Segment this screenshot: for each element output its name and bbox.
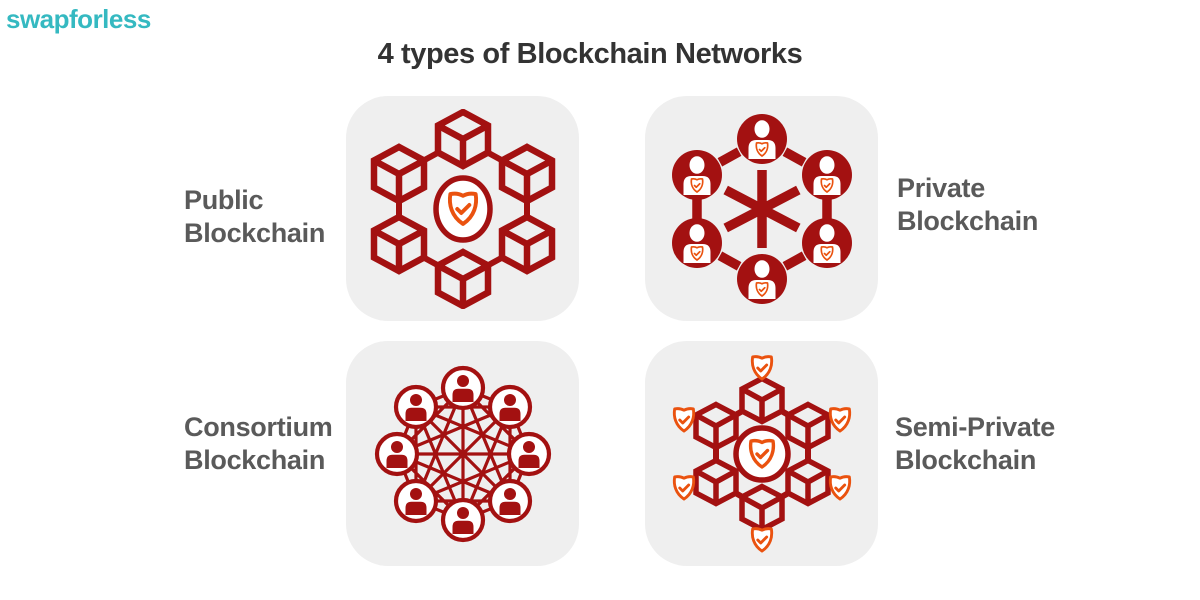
user-node-icon [490, 387, 530, 427]
user-node-icon [672, 150, 722, 200]
label-line: Semi-Private [895, 412, 1055, 442]
star-links [722, 169, 801, 248]
label-public-blockchain: Public Blockchain [184, 184, 325, 250]
user-node-icon [396, 387, 436, 427]
card-public-blockchain [346, 96, 579, 321]
label-consortium-blockchain: Consortium Blockchain [184, 411, 333, 477]
user-node-icon [509, 434, 549, 474]
user-node-icon [737, 114, 787, 164]
user-node-icon [490, 481, 530, 521]
label-private-blockchain: Private Blockchain [897, 172, 1038, 238]
label-line: Private [897, 173, 985, 203]
dashed-links [691, 147, 832, 270]
label-semi-private-blockchain: Semi-Private Blockchain [895, 411, 1055, 477]
label-line: Blockchain [897, 206, 1039, 236]
label-line: Blockchain [184, 218, 326, 248]
shield-check-icon [828, 406, 851, 432]
card-semi-private-blockchain [645, 341, 878, 566]
page-title: 4 types of Blockchain Networks [377, 38, 803, 70]
shield-check-icon [750, 354, 773, 380]
label-line: Blockchain [184, 445, 326, 475]
shield-check-icon [828, 474, 851, 500]
shield-check-icon [750, 526, 773, 552]
user-node-icon [443, 368, 483, 408]
user-node-icon [737, 254, 787, 304]
shield-check-icon [672, 406, 695, 432]
private-blockchain-icon [662, 109, 862, 309]
user-node-icon [802, 218, 852, 268]
user-node-icon [396, 481, 436, 521]
user-node-icon [672, 218, 722, 268]
user-node-icon [377, 434, 417, 474]
public-blockchain-icon [363, 109, 563, 309]
card-private-blockchain [645, 96, 878, 321]
semi-private-blockchain-icon [672, 354, 851, 552]
consortium-blockchain-icon [363, 354, 563, 554]
brand-logo[interactable]: swapforless [6, 4, 151, 34]
card-consortium-blockchain [346, 341, 579, 566]
user-node-icon [443, 500, 483, 540]
user-node-icon [802, 150, 852, 200]
shield-check-icon [672, 474, 695, 500]
label-line: Consortium [184, 412, 333, 442]
label-line: Blockchain [895, 445, 1037, 475]
label-line: Public [184, 185, 264, 215]
